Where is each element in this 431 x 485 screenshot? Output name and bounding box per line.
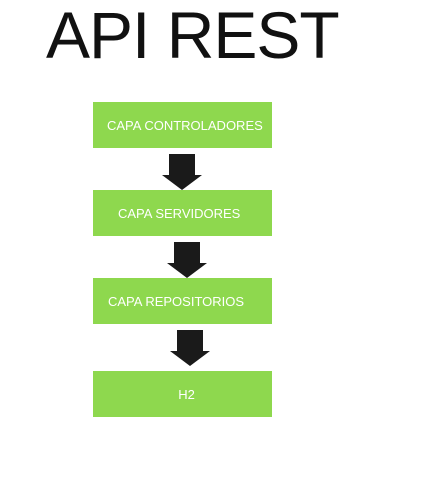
layer-box-repositorios: CAPA REPOSITORIOS	[93, 278, 272, 324]
layer-box-h2: H2	[93, 371, 272, 417]
arrow-shape	[162, 154, 202, 190]
layer-label: CAPA CONTROLADORES	[107, 117, 263, 133]
arrow-shape	[170, 330, 210, 366]
down-arrow-icon	[167, 242, 207, 278]
layer-label: H2	[178, 386, 195, 402]
layer-label: CAPA REPOSITORIOS	[108, 293, 245, 309]
layer-box-controladores: CAPA CONTROLADORES	[93, 102, 272, 148]
diagram-title: API REST	[46, 0, 340, 72]
down-arrow-icon	[170, 330, 210, 366]
layer-box-servidores: CAPA SERVIDORES	[93, 190, 272, 236]
layer-label: CAPA SERVIDORES	[118, 205, 241, 221]
arrow-shape	[167, 242, 207, 278]
down-arrow-icon	[162, 154, 202, 190]
